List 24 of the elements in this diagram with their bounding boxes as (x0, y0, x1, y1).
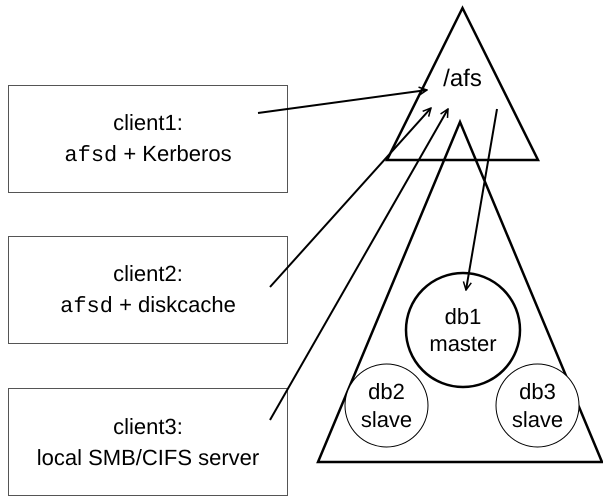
node-text: client1: (113, 108, 183, 136)
node-text: afsd + diskcache (60, 291, 236, 320)
arrow (269, 108, 449, 420)
node-text: /afs (443, 64, 482, 94)
client-box (8, 388, 288, 496)
arrow (462, 108, 498, 291)
node-text: master (429, 330, 497, 358)
client-box (8, 236, 288, 344)
node-text: db1 (444, 302, 482, 330)
node-text: db2 (368, 378, 405, 406)
arrow (269, 107, 432, 288)
arrow (258, 86, 428, 114)
node-text: afsd + Kerberos (64, 140, 232, 170)
node-text: slave (360, 406, 412, 433)
node-text: client3: (113, 412, 183, 440)
node-text: client2: (113, 260, 183, 287)
database-circle (496, 364, 579, 447)
node-text: local SMB/CIFS server (36, 444, 260, 472)
node-text: db3 (519, 378, 556, 406)
client-box (8, 85, 288, 193)
triangle-shape (387, 8, 538, 160)
database-circle (345, 364, 428, 447)
node-text: slave (512, 406, 564, 433)
database-circle (406, 273, 520, 387)
